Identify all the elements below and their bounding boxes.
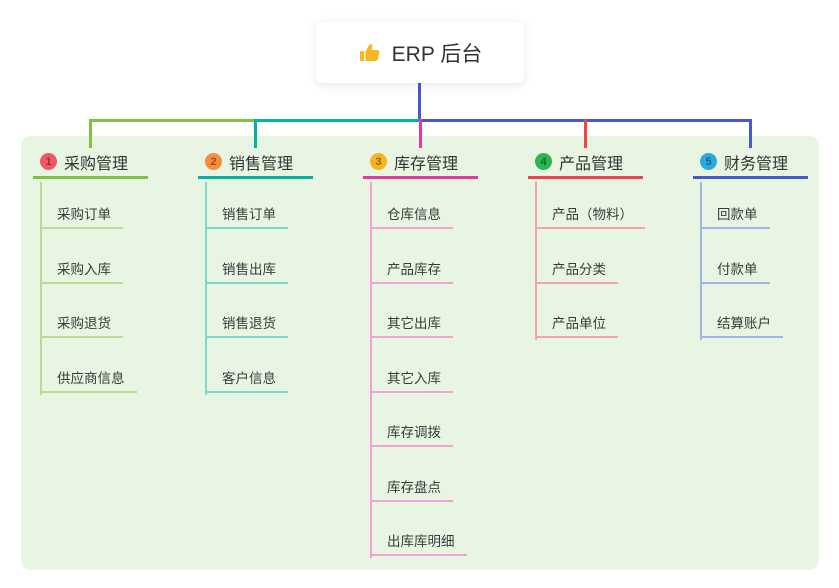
branch-number-badge: 2 bbox=[205, 153, 222, 170]
branch-number-badge: 1 bbox=[40, 153, 57, 170]
branch-node-label: 库存管理 bbox=[394, 155, 459, 173]
child-node-label: 仓库信息 bbox=[387, 207, 441, 222]
child-node-3-4[interactable]: 其它入库 bbox=[370, 366, 453, 393]
connector-branch-drop-1 bbox=[89, 119, 92, 148]
connector-children-line-1 bbox=[40, 182, 42, 395]
child-node-label: 客户信息 bbox=[222, 371, 276, 386]
child-node-label: 采购退货 bbox=[57, 316, 111, 331]
branch-node-2[interactable]: 2 销售管理 bbox=[198, 147, 313, 179]
connector-bus-segment-2 bbox=[254, 119, 419, 122]
child-node-1-4[interactable]: 供应商信息 bbox=[40, 366, 137, 393]
child-node-label: 库存盘点 bbox=[387, 480, 441, 495]
connector-branch-drop-5 bbox=[749, 119, 752, 148]
child-node-label: 其它入库 bbox=[387, 371, 441, 386]
branch-number-badge: 4 bbox=[535, 153, 552, 170]
child-node-3-3[interactable]: 其它出库 bbox=[370, 311, 453, 338]
child-node-3-2[interactable]: 产品库存 bbox=[370, 257, 453, 284]
connector-children-line-5 bbox=[700, 182, 702, 340]
branch-node-5[interactable]: 5 财务管理 bbox=[693, 147, 808, 179]
child-node-1-3[interactable]: 采购退货 bbox=[40, 311, 123, 338]
child-node-2-1[interactable]: 销售订单 bbox=[205, 202, 288, 229]
branch-node-label: 产品管理 bbox=[559, 155, 624, 173]
connector-children-line-4 bbox=[535, 182, 537, 340]
root-node-label: ERP 后台 bbox=[391, 42, 483, 66]
child-node-label: 结算账户 bbox=[717, 316, 771, 331]
child-node-5-2[interactable]: 付款单 bbox=[700, 257, 770, 284]
child-node-5-3[interactable]: 结算账户 bbox=[700, 311, 783, 338]
branch-node-label: 财务管理 bbox=[724, 155, 789, 173]
child-node-label: 供应商信息 bbox=[57, 371, 125, 386]
child-node-1-1[interactable]: 采购订单 bbox=[40, 202, 123, 229]
child-node-5-1[interactable]: 回款单 bbox=[700, 202, 770, 229]
child-node-3-6[interactable]: 库存盘点 bbox=[370, 475, 453, 502]
child-node-2-3[interactable]: 销售退货 bbox=[205, 311, 288, 338]
connector-branch-drop-4 bbox=[584, 119, 587, 148]
branch-node-4[interactable]: 4 产品管理 bbox=[528, 147, 643, 179]
child-node-2-4[interactable]: 客户信息 bbox=[205, 366, 288, 393]
child-node-3-5[interactable]: 库存调拨 bbox=[370, 420, 453, 447]
connector-children-line-3 bbox=[370, 182, 372, 558]
branch-number-badge: 3 bbox=[370, 153, 387, 170]
child-node-2-2[interactable]: 销售出库 bbox=[205, 257, 288, 284]
child-node-label: 库存调拨 bbox=[387, 425, 441, 440]
child-node-label: 销售退货 bbox=[222, 316, 276, 331]
child-node-label: 产品（物料） bbox=[552, 207, 633, 222]
child-node-3-7[interactable]: 出库库明细 bbox=[370, 529, 467, 556]
child-node-label: 采购订单 bbox=[57, 207, 111, 222]
branch-node-label: 销售管理 bbox=[229, 155, 294, 173]
child-node-label: 付款单 bbox=[717, 262, 758, 277]
child-node-4-1[interactable]: 产品（物料） bbox=[535, 202, 645, 229]
child-node-label: 产品分类 bbox=[552, 262, 606, 277]
child-node-4-3[interactable]: 产品单位 bbox=[535, 311, 618, 338]
thumbs-up-icon bbox=[358, 41, 382, 65]
branches-background-panel bbox=[21, 136, 819, 570]
child-node-label: 产品库存 bbox=[387, 262, 441, 277]
child-node-label: 销售订单 bbox=[222, 207, 276, 222]
connector-children-line-2 bbox=[205, 182, 207, 395]
connector-branch-drop-3 bbox=[419, 119, 422, 148]
connector-bus-segment-1 bbox=[89, 119, 254, 122]
child-node-label: 其它出库 bbox=[387, 316, 441, 331]
child-node-label: 产品单位 bbox=[552, 316, 606, 331]
branch-node-label: 采购管理 bbox=[64, 155, 129, 173]
branch-node-1[interactable]: 1 采购管理 bbox=[33, 147, 148, 179]
child-node-label: 出库库明细 bbox=[387, 534, 455, 549]
connector-branch-drop-2 bbox=[254, 119, 257, 148]
root-node[interactable]: ERP 后台 bbox=[316, 22, 524, 83]
child-node-1-2[interactable]: 采购入库 bbox=[40, 257, 123, 284]
child-node-label: 销售出库 bbox=[222, 262, 276, 277]
child-node-label: 回款单 bbox=[717, 207, 758, 222]
connector-root-drop bbox=[418, 83, 421, 119]
child-node-4-2[interactable]: 产品分类 bbox=[535, 257, 618, 284]
branch-number-badge: 5 bbox=[700, 153, 717, 170]
branch-node-3[interactable]: 3 库存管理 bbox=[363, 147, 478, 179]
child-node-3-1[interactable]: 仓库信息 bbox=[370, 202, 453, 229]
child-node-label: 采购入库 bbox=[57, 262, 111, 277]
